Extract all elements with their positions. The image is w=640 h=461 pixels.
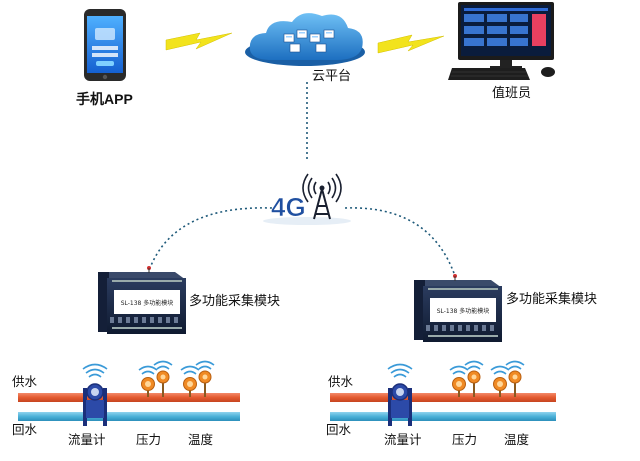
keyboard-icon — [448, 68, 530, 80]
collection-module-left — [98, 266, 186, 334]
cloud-label: 云平台 — [312, 69, 352, 84]
flow-meter-right — [388, 383, 412, 426]
mouse-icon — [541, 67, 555, 77]
return-pipe-left — [18, 412, 240, 421]
return-pipe-right — [330, 412, 556, 421]
flow-meter-left — [83, 383, 107, 426]
app-label: 手机APP — [76, 91, 133, 107]
wireless-signal-icon — [82, 363, 108, 378]
phone-icon — [84, 9, 126, 81]
wireless-signal-icon — [449, 360, 525, 375]
module-plate-right: SL-138 多功能模块 — [437, 307, 490, 315]
temperature-label-left: 温度 — [188, 432, 214, 447]
supply-label-right: 供水 — [328, 374, 354, 389]
module-plate-left: SL-138 多功能模块 — [121, 299, 174, 307]
supply-pipe-left — [18, 393, 240, 402]
lightning-icon — [165, 32, 233, 51]
duty-label: 值班员 — [492, 86, 532, 101]
supply-label-left: 供水 — [12, 374, 38, 389]
return-label-left: 回水 — [12, 422, 38, 437]
pipe-system-right — [330, 360, 556, 426]
pressure-label-left: 压力 — [136, 432, 162, 447]
network-label: 4G — [271, 192, 306, 222]
supply-pipe-right — [330, 393, 556, 402]
flow-meter-label-left: 流量计 — [68, 432, 106, 447]
collection-module-right — [414, 274, 502, 342]
monitor-icon — [458, 2, 554, 69]
pressure-sensor-left — [141, 377, 197, 397]
cloud-server-icon — [245, 13, 365, 66]
module-left-label: 多功能采集模块 — [189, 294, 281, 309]
module-right-label: 多功能采集模块 — [506, 292, 598, 307]
temperature-sensor-left — [156, 370, 212, 397]
flow-meter-label-right: 流量计 — [384, 432, 422, 447]
wireless-signal-icon — [387, 363, 413, 378]
link-tower-module-right — [344, 207, 456, 277]
wireless-signal-icon — [138, 360, 215, 375]
pipe-system-left — [18, 360, 240, 426]
link-tower-module-left — [149, 207, 273, 269]
antenna-tower-icon — [263, 173, 351, 225]
pressure-sensor-right — [452, 377, 507, 397]
lightning-icon — [377, 34, 445, 54]
temperature-sensor-right — [467, 370, 522, 397]
return-label-right: 回水 — [326, 422, 352, 437]
temperature-label-right: 温度 — [504, 432, 530, 447]
pressure-label-right: 压力 — [452, 432, 478, 447]
